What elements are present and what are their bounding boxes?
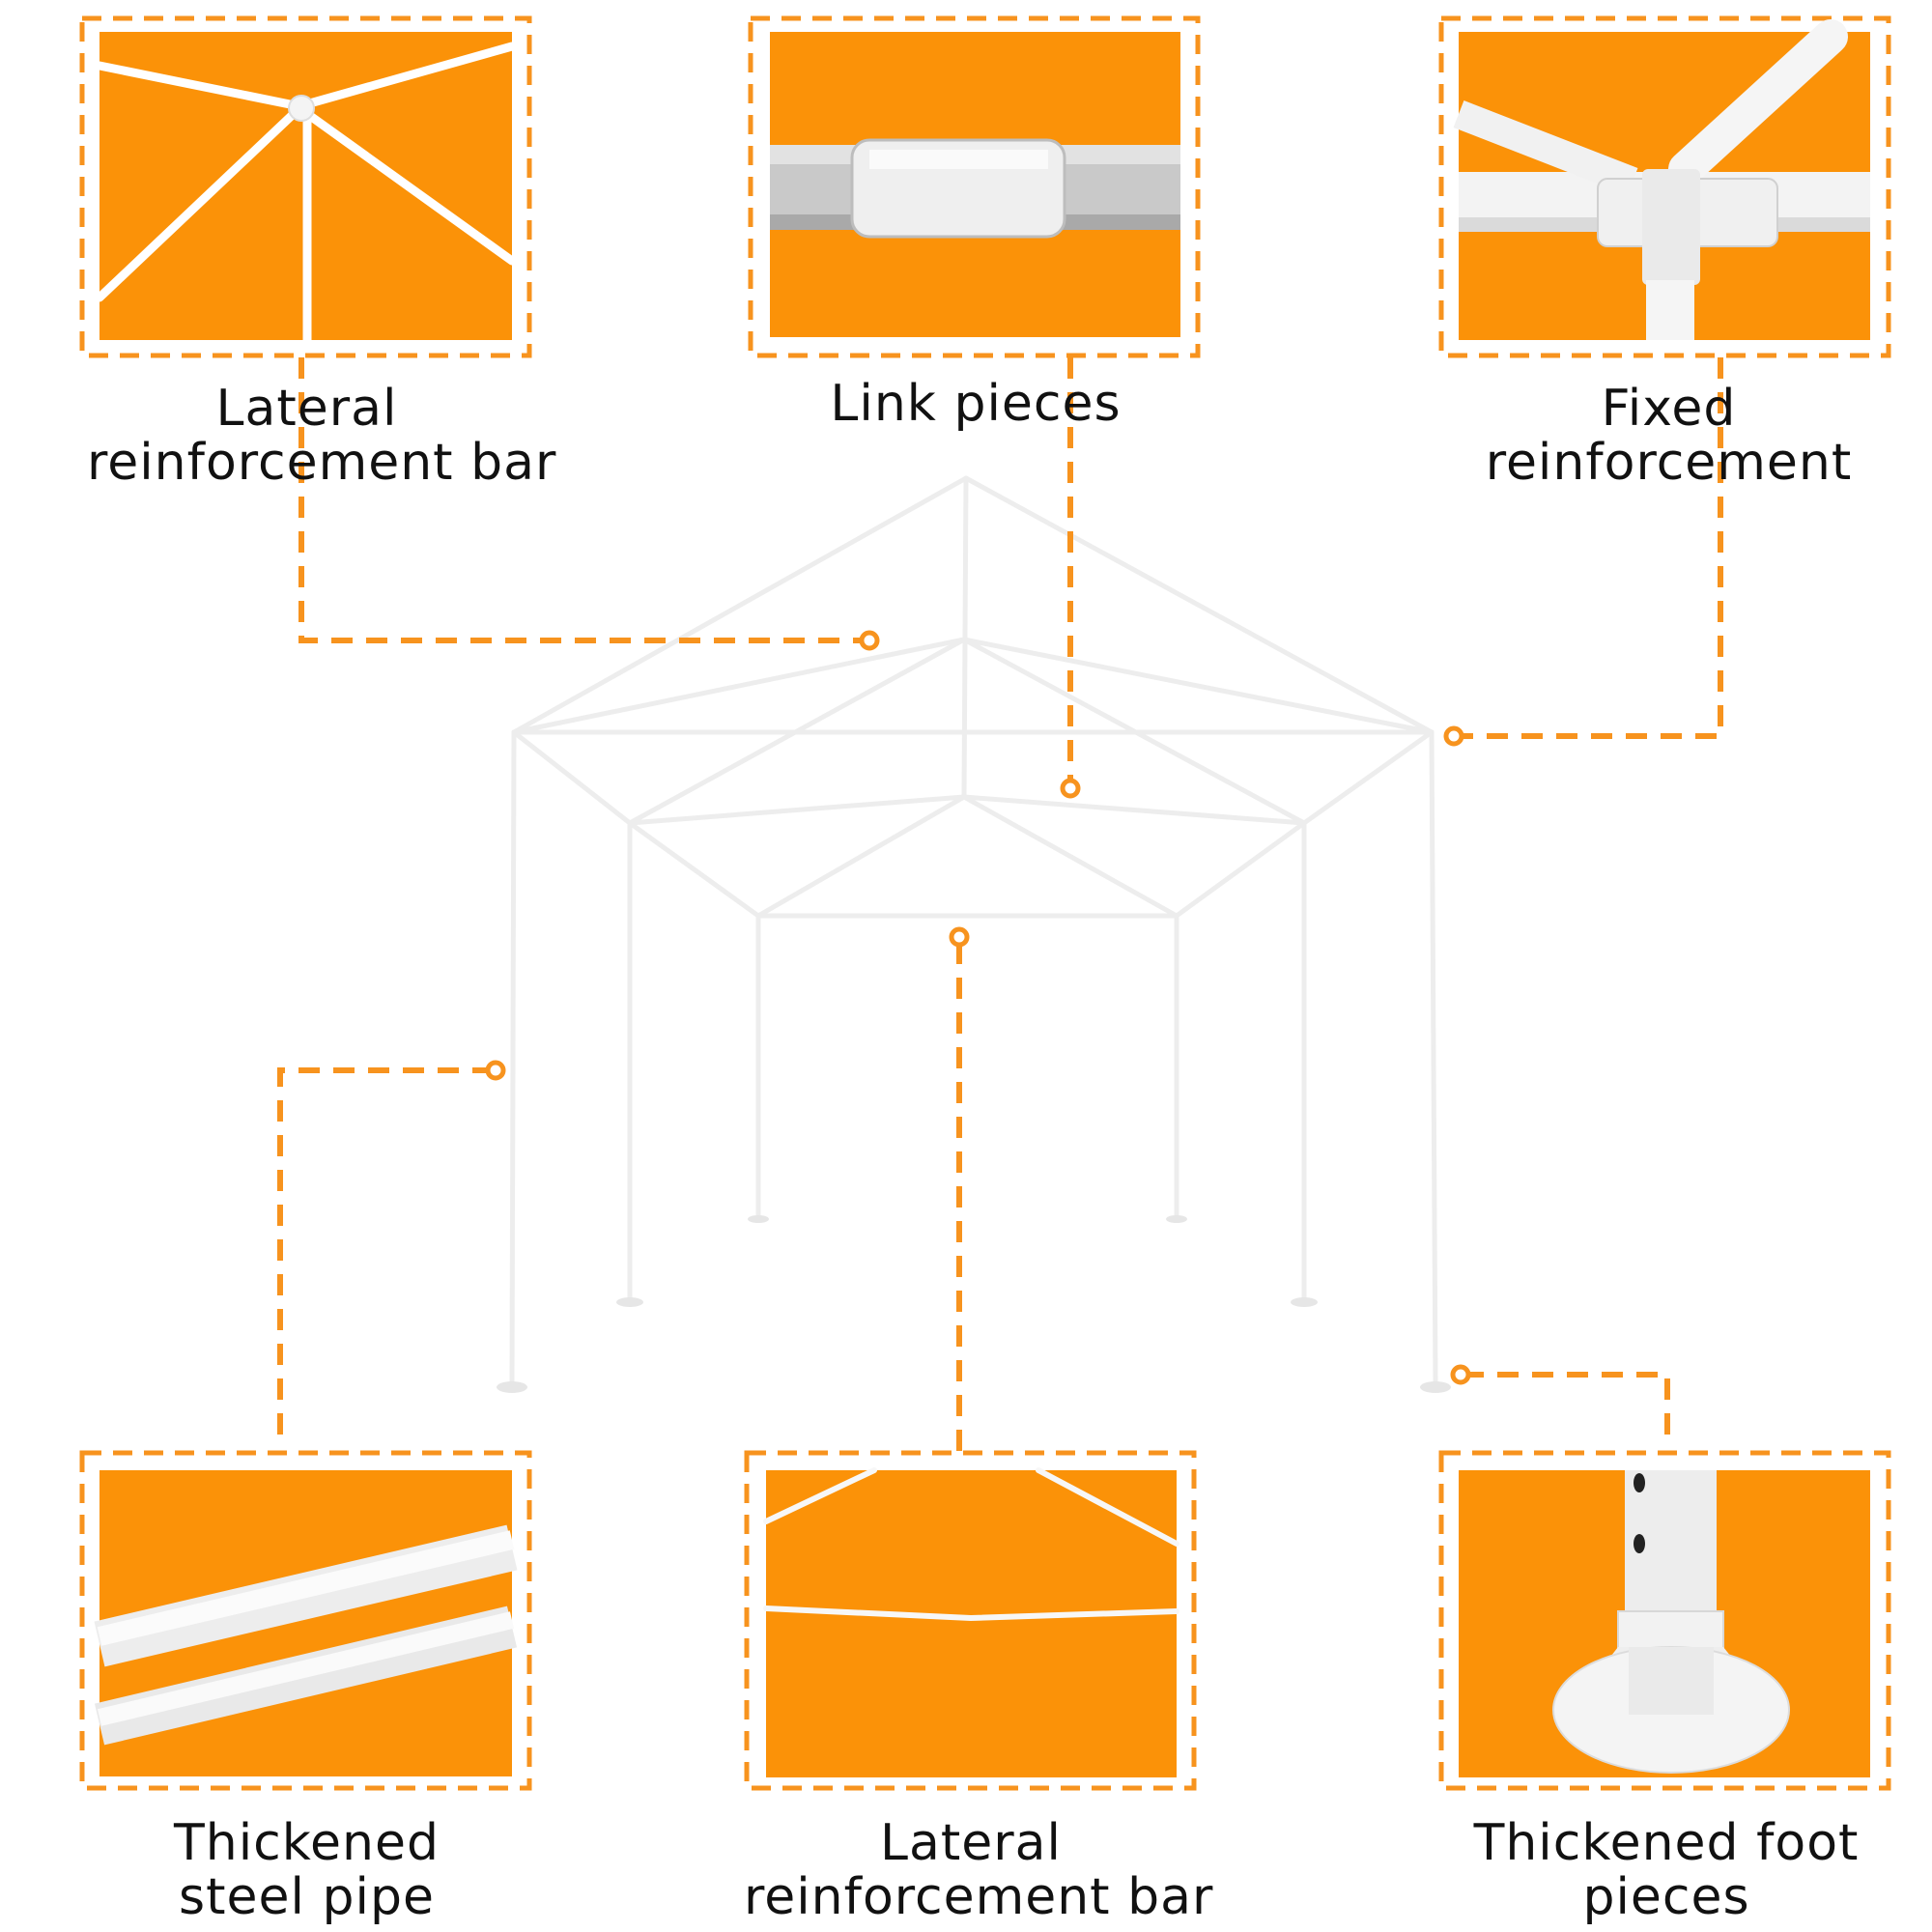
- leader-lines: [277, 357, 1723, 1451]
- anchor-points: [485, 630, 1471, 1385]
- detail-frames: [79, 15, 1891, 1791]
- label-lateral-reinforcement-bar-top: Lateral reinforcement bar: [87, 380, 557, 492]
- photo-thickened-steel-pipe: [94, 1470, 518, 1776]
- label-thickened-foot-pieces: Thickened foot pieces: [1473, 1814, 1860, 1926]
- label-fixed-reinforcement: Fixed reinforcement: [1485, 380, 1853, 492]
- leader-bottom-left: [277, 1067, 488, 1435]
- anchor-bottom-left: [485, 1060, 506, 1081]
- tent-frame: [509, 475, 1438, 1386]
- anchor-top-right: [1443, 725, 1464, 747]
- anchor-top-left: [859, 630, 880, 651]
- leader-bottom-right: [1468, 1372, 1670, 1435]
- label-lateral-reinforcement-bar-bottom: Lateral reinforcement bar: [744, 1814, 1214, 1926]
- label-thickened-steel-pipe: Thickened steel pipe: [174, 1814, 440, 1926]
- photo-lateral-reinforcement-bottom: [763, 1467, 1179, 1777]
- anchor-bottom-center: [949, 926, 970, 948]
- photo-link-pieces: [770, 32, 1180, 337]
- anchor-bottom-right: [1450, 1364, 1471, 1385]
- leader-top-left: [298, 357, 862, 643]
- anchor-top-center: [1060, 778, 1081, 799]
- photo-lateral-reinforcement-top: [95, 32, 517, 345]
- label-link-pieces: Link pieces: [830, 375, 1122, 433]
- tent-feet: [497, 1215, 1451, 1393]
- photo-thickened-foot-pieces: [1459, 1470, 1870, 1777]
- photo-fixed-reinforcement: [1453, 19, 1870, 340]
